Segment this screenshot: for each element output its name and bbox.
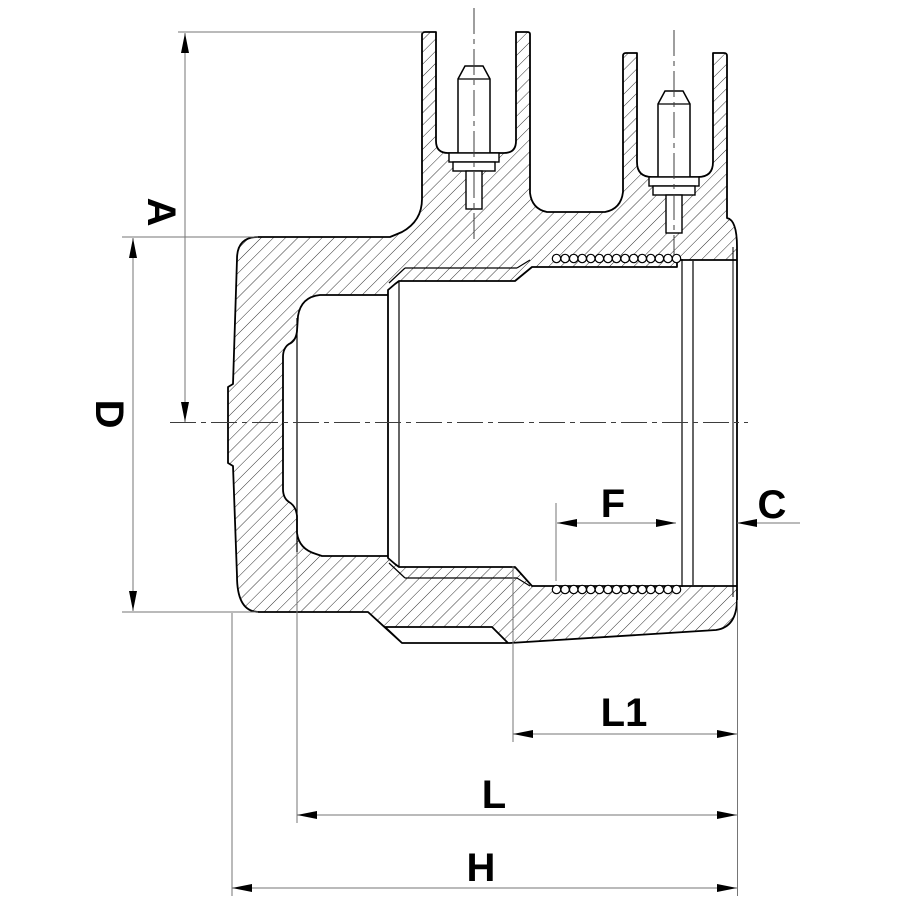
dim-label-L1: L1 <box>601 691 648 735</box>
dim-label-C: C <box>758 483 787 527</box>
dimension-H: H <box>232 846 737 892</box>
dim-label-L: L <box>482 773 506 817</box>
extension-lines <box>122 31 738 896</box>
arrowhead-A-up <box>181 33 189 53</box>
arrowhead-L-right <box>717 811 737 819</box>
arrowhead-A-down <box>181 402 189 422</box>
arrowhead-L1-right <box>717 730 737 738</box>
arrowhead-L-left <box>297 811 317 819</box>
bore-detail-lines <box>296 247 734 597</box>
arrowhead-L1-left <box>513 730 533 738</box>
dimension-C: C <box>737 483 800 527</box>
arrowhead-F-right <box>656 519 676 527</box>
dim-label-F: F <box>601 482 625 526</box>
dimension-A: A <box>139 33 189 422</box>
dim-label-H: H <box>467 846 496 890</box>
dimension-L1: L1 <box>513 691 737 738</box>
dim-label-A: A <box>139 198 183 227</box>
dimension-D: D <box>87 238 137 611</box>
heating-coil-bottom-row <box>551 584 682 595</box>
arrowhead-D-up <box>129 238 137 258</box>
dimension-F: F <box>557 482 676 527</box>
arrowhead-H-left <box>232 884 252 892</box>
arrowhead-F-left <box>557 519 577 527</box>
dimension-L: L <box>297 773 737 819</box>
centerlines <box>170 8 748 423</box>
arrowhead-H-right <box>717 884 737 892</box>
arrowhead-C-left <box>737 519 757 527</box>
arrowhead-D-down <box>129 591 137 611</box>
dim-label-D: D <box>87 400 131 429</box>
heating-coil-top-row <box>551 253 682 264</box>
